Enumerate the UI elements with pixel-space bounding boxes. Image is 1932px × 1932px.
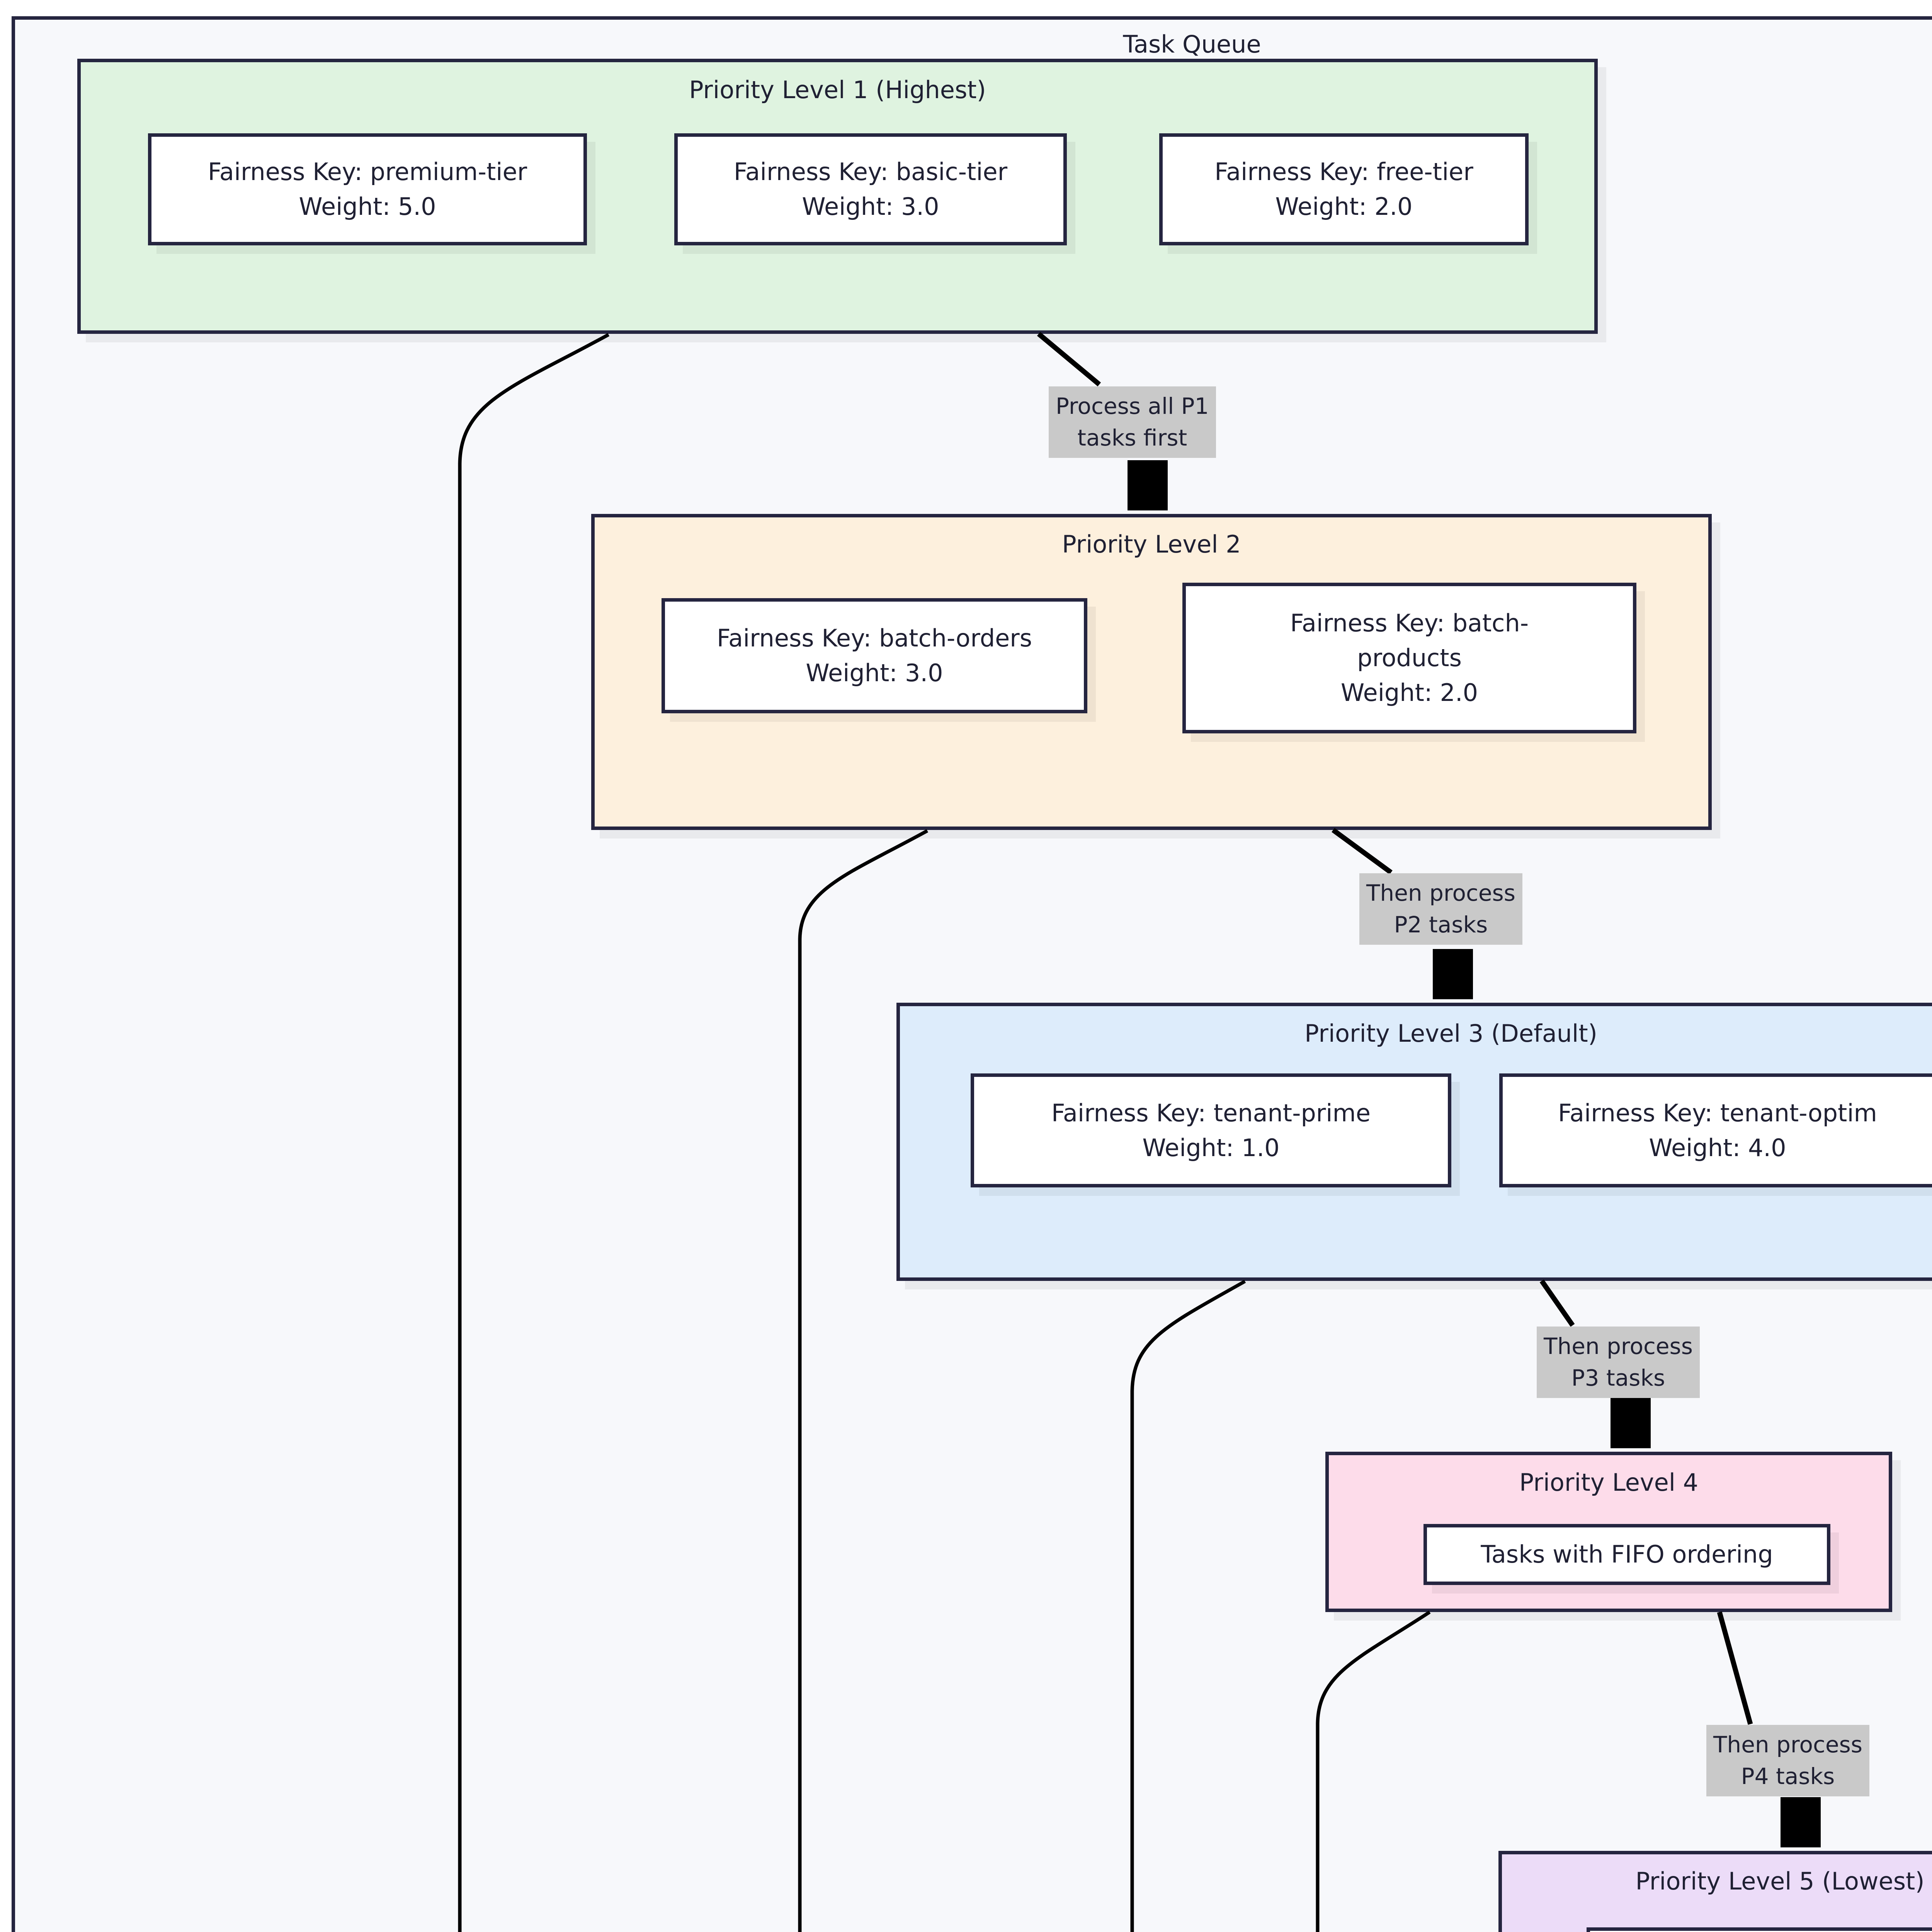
cluster-priority-level-1-title: Priority Level 1 (Highest) (689, 76, 986, 104)
node-fairness-key-tenant-prime[interactable]: Fairness Key: tenant-prime Weight: 1.0 (971, 1073, 1451, 1187)
cluster-priority-level-2-title: Priority Level 2 (1062, 530, 1241, 558)
node-key-label: Fairness Key: batch-orders (716, 624, 1032, 653)
edge-label-then-process-p2-tasks: Then process P2 tasks (1359, 873, 1522, 945)
node-label: Tasks with FIFO ordering (1481, 1540, 1773, 1569)
node-fairness-key-free-tier[interactable]: Fairness Key: free-tier Weight: 2.0 (1159, 133, 1529, 245)
cluster-task-queue (12, 16, 1932, 1932)
cluster-priority-level-4-title: Priority Level 4 (1519, 1468, 1699, 1497)
node-key-label: Fairness Key: tenant-optim (1558, 1099, 1877, 1127)
edge-label-line-2: P3 tasks (1571, 1365, 1665, 1391)
node-weight-label: Weight: 2.0 (1340, 678, 1478, 707)
node-fairness-key-premium-tier[interactable]: Fairness Key: premium-tier Weight: 5.0 (148, 133, 587, 245)
node-weight-label: Weight: 2.0 (1275, 192, 1413, 221)
node-fairness-key-batch-products[interactable]: Fairness Key: batch- products Weight: 2.… (1182, 583, 1636, 733)
node-weight-label: Weight: 1.0 (1142, 1133, 1280, 1162)
edge-label-line-2: P2 tasks (1394, 912, 1488, 938)
node-key-label-cont: products (1357, 644, 1462, 672)
edge-label-process-all-p1-tasks-first: Process all P1 tasks first (1049, 386, 1216, 458)
node-fairness-key-batch-orders[interactable]: Fairness Key: batch-orders Weight: 3.0 (662, 598, 1087, 713)
edge-label-line-2: tasks first (1077, 425, 1187, 451)
edge-label-line-1: Then process (1713, 1731, 1862, 1758)
node-key-label: Fairness Key: premium-tier (207, 158, 527, 186)
cluster-task-queue-title: Task Queue (1123, 30, 1261, 58)
node-key-label: Fairness Key: basic-tier (733, 158, 1008, 186)
edge-label-then-process-p3-tasks: Then process P3 tasks (1537, 1327, 1700, 1398)
edge-label-then-process-p4-tasks: Then process P4 tasks (1706, 1725, 1869, 1796)
node-weight-label: Weight: 5.0 (299, 192, 436, 221)
edge-label-line-1: Then process (1366, 880, 1515, 906)
node-weight-label: Weight: 3.0 (802, 192, 939, 221)
cluster-priority-level-3-title: Priority Level 3 (Default) (1304, 1019, 1597, 1048)
cluster-priority-level-5-title: Priority Level 5 (Lowest) (1635, 1867, 1925, 1895)
cluster-priority-level-5 (1498, 1851, 1932, 1932)
node-key-label: Fairness Key: batch- (1290, 609, 1529, 638)
node-fairness-key-tenant-optim[interactable]: Fairness Key: tenant-optim Weight: 4.0 (1499, 1073, 1932, 1187)
node-tasks-with-fifo-ordering-p5[interactable]: Tasks with FIFO ordering (1587, 1927, 1932, 1932)
node-fairness-key-basic-tier[interactable]: Fairness Key: basic-tier Weight: 3.0 (674, 133, 1067, 245)
node-key-label: Fairness Key: free-tier (1214, 158, 1473, 186)
edge-label-line-2: P4 tasks (1741, 1763, 1835, 1790)
node-weight-label: Weight: 3.0 (806, 659, 943, 687)
edge-label-line-1: Process all P1 (1056, 393, 1209, 419)
node-weight-label: Weight: 4.0 (1649, 1133, 1786, 1162)
node-key-label: Fairness Key: tenant-prime (1051, 1099, 1371, 1127)
edge-label-line-1: Then process (1544, 1333, 1693, 1359)
node-tasks-with-fifo-ordering-p4[interactable]: Tasks with FIFO ordering (1423, 1524, 1830, 1585)
